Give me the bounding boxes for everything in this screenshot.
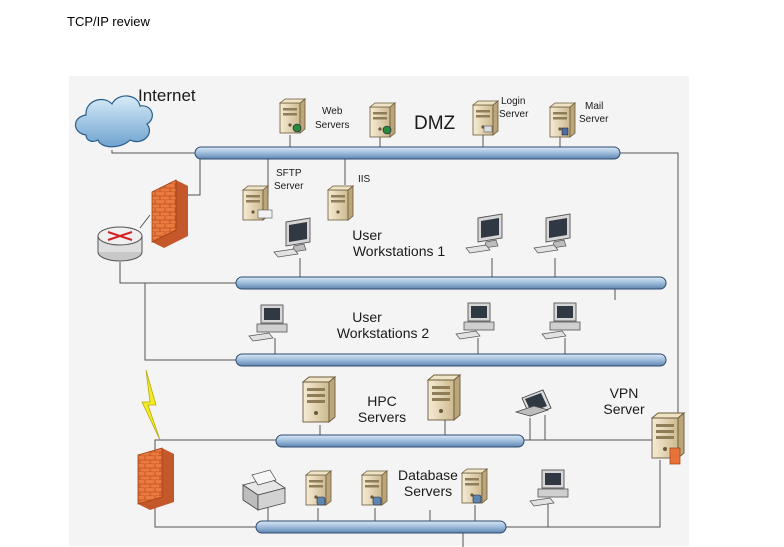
- label-user-ws1-2: Workstations 1: [353, 243, 446, 259]
- firewall-bottom-icon: [137, 447, 174, 510]
- label-user-ws1-1: User: [352, 227, 382, 243]
- web-server-icon-2: [369, 102, 396, 138]
- label-vpn-server-1: VPN: [610, 385, 639, 401]
- firewall-icon: [151, 179, 188, 248]
- label-web-servers-1: Web: [322, 106, 343, 117]
- label-internet: Internet: [138, 86, 196, 105]
- hpc-server-icon: [302, 376, 336, 423]
- workstations1-bus: [235, 276, 667, 290]
- label-database-servers-1: Database: [398, 467, 458, 483]
- label-user-ws2-1: User: [352, 309, 382, 325]
- label-hpc-servers-1: HPC: [367, 393, 397, 409]
- label-mail-server-1: Mail: [585, 101, 603, 112]
- hpc-bus: [275, 434, 525, 448]
- connection-lines: [111, 135, 679, 547]
- label-database-servers-2: Servers: [404, 483, 452, 499]
- dmz-bus: [194, 146, 621, 160]
- label-login-server-1: Login: [501, 96, 525, 107]
- label-login-server-2: Server: [499, 109, 529, 120]
- printer-icon: [242, 469, 286, 511]
- database-bus: [255, 520, 507, 534]
- laptop-icon: [514, 389, 552, 417]
- internet-cloud-icon: [74, 95, 153, 148]
- label-user-ws2-2: Workstations 2: [337, 325, 430, 341]
- iis-server-icon: [327, 185, 354, 221]
- label-sftp-server-2: Server: [274, 181, 304, 192]
- hpc-server-icon-2: [427, 374, 461, 421]
- page-title: TCP/IP review: [67, 14, 150, 29]
- label-sftp-server-1: SFTP: [276, 168, 302, 179]
- router-icon: [97, 226, 143, 262]
- workstations2-bus: [235, 353, 667, 367]
- label-iis: IIS: [358, 174, 371, 185]
- label-web-servers-2: Servers: [315, 120, 349, 131]
- label-dmz: DMZ: [414, 113, 456, 134]
- label-hpc-servers-2: Servers: [358, 409, 406, 425]
- label-vpn-server-2: Server: [603, 401, 645, 417]
- label-mail-server-2: Server: [579, 114, 609, 125]
- lightning-icon: [141, 369, 161, 441]
